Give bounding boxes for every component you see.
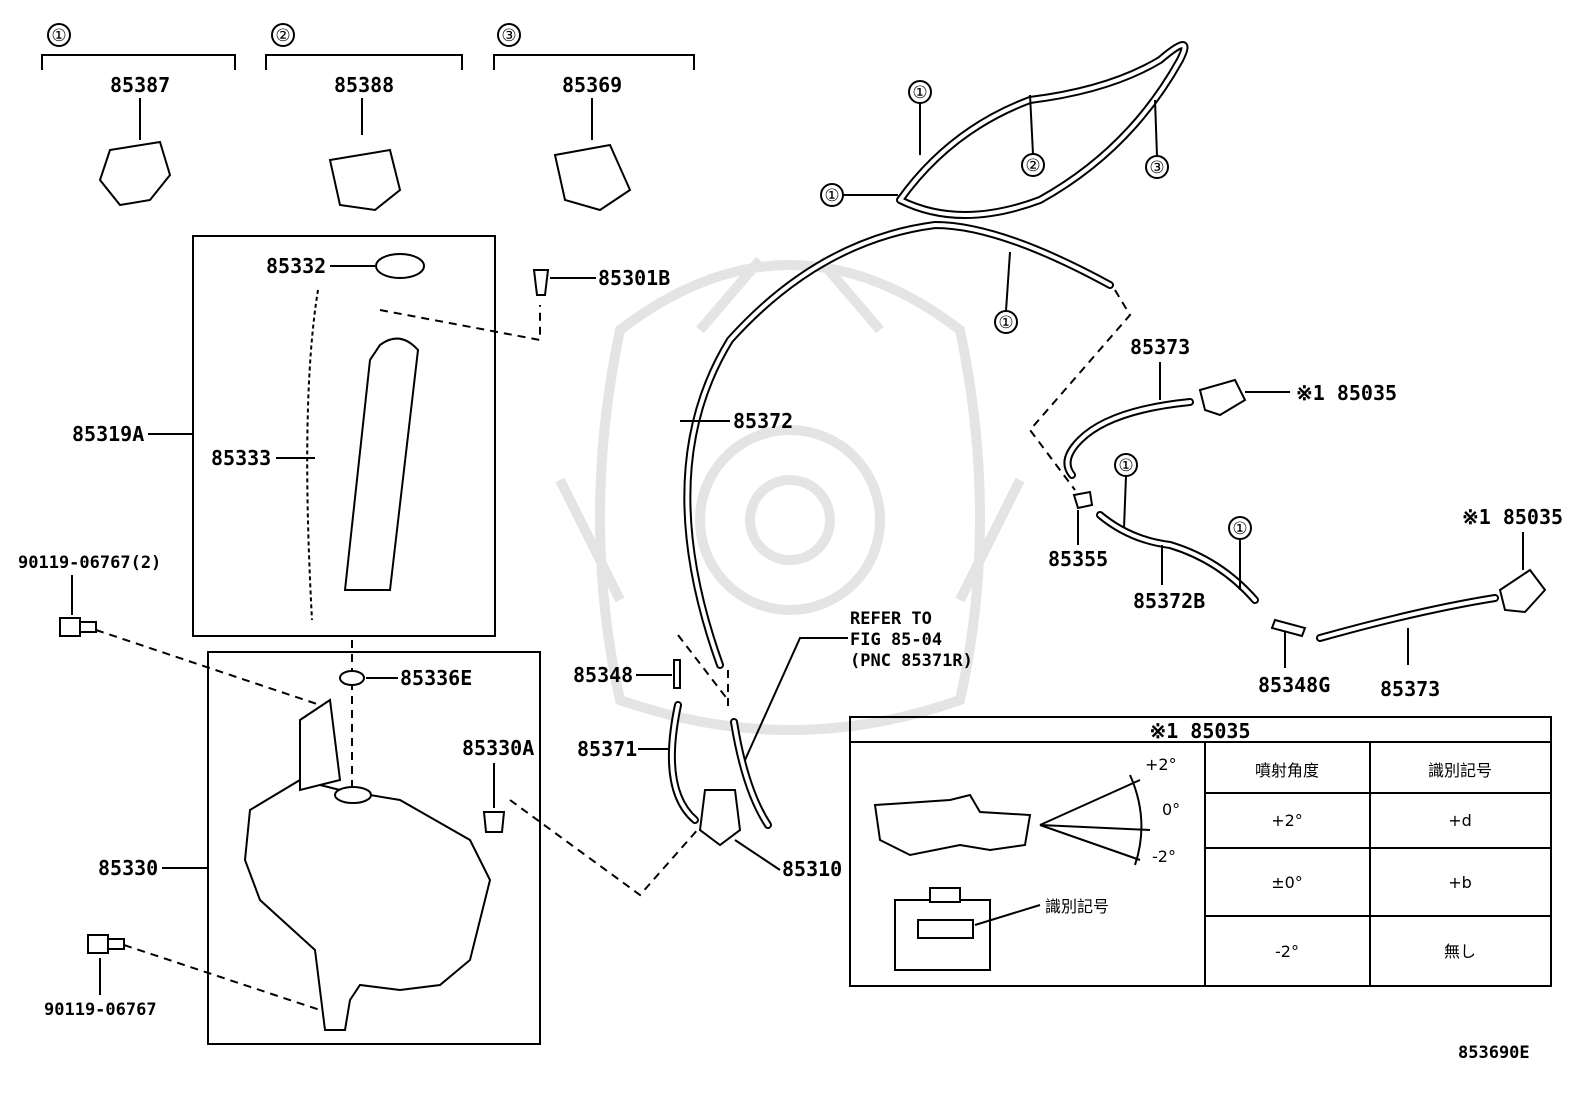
clip-85301B-icon (532, 269, 550, 296)
table-row-mark: +b (1448, 873, 1472, 892)
label-85355: 85355 (1048, 547, 1108, 571)
grommet-85330A-icon (482, 811, 506, 833)
washer-tank-icon (243, 778, 492, 1031)
callout-1-text: ① (51, 26, 66, 46)
table-header-angle: 噴射角度 (1255, 761, 1319, 780)
callout-2-icon (271, 23, 295, 47)
label-85310: 85310 (782, 857, 842, 881)
bolt-upper-icon (59, 617, 97, 637)
label-85301B: 85301B (598, 266, 670, 290)
table-row-angle: -2° (1275, 942, 1299, 961)
washer-pump-icon (698, 789, 742, 847)
label-85388: 85388 (334, 73, 394, 97)
table-title: ※1 85035 (1149, 719, 1250, 743)
clip-85369-icon (553, 143, 632, 212)
callout-3-text: ③ (1149, 158, 1164, 178)
table-row-mark: 無し (1444, 942, 1476, 961)
label-90119-06767: 90119-06767 (44, 1000, 157, 1020)
bolt-lower-icon (87, 934, 125, 954)
nozzle-top-tab-icon (929, 887, 961, 903)
nozzle-85035-lower-icon (1498, 568, 1547, 614)
table-header-mark: 識別記号 (1428, 761, 1492, 780)
label-85348G: 85348G (1258, 673, 1330, 697)
clip-85387-icon (98, 140, 172, 207)
nozzle-85035-upper-icon (1198, 378, 1247, 417)
refer-line-1: REFER TO (850, 609, 932, 629)
label-85373-upper: 85373 (1130, 335, 1190, 359)
refer-line-2: FIG 85-04 (850, 630, 942, 650)
inset-minus2-text: -2° (1152, 847, 1176, 866)
callout-1-text: ① (824, 186, 839, 206)
label-85330: 85330 (98, 856, 158, 880)
label-85348: 85348 (573, 663, 633, 687)
label-85372B: 85372B (1133, 589, 1205, 613)
label-85373-lower: 85373 (1380, 677, 1440, 701)
label-85035-upper: ※1 85035 (1296, 381, 1397, 405)
callout-2-text: ② (275, 26, 290, 46)
clip-group-1: ① 85387 (41, 23, 236, 207)
callout-1-text: ① (1118, 456, 1133, 476)
label-85332: 85332 (266, 254, 326, 278)
table-row-mark: +d (1448, 811, 1472, 830)
inset-plus2-text: +2° (1145, 755, 1177, 774)
clip-85388-icon (328, 148, 402, 212)
inlet-assembly-box (192, 235, 496, 637)
label-85336E: 85336E (400, 666, 472, 690)
label-85387: 85387 (110, 73, 170, 97)
check-valve-85348G-icon (1270, 618, 1307, 638)
callout-1-text: ① (912, 83, 927, 103)
tank-assembly-box (207, 651, 541, 1045)
id-mark-area-icon (917, 919, 974, 939)
label-85333: 85333 (211, 446, 271, 470)
nozzle-spec-table: ※1 85035 噴射角度 識別記号 +2° +d ±0° +b -2° 無し … (849, 716, 1552, 987)
label-85371: 85371 (577, 737, 637, 761)
tank-bracket-icon (299, 698, 342, 792)
check-valve-85348-icon (673, 659, 681, 689)
strap-85333-icon (306, 289, 319, 621)
callout-2-text: ② (1025, 156, 1040, 176)
inset-zero-text: 0° (1162, 800, 1180, 819)
tank-neck-icon (334, 786, 372, 804)
callout-1-text: ① (1232, 519, 1247, 539)
label-90119-06767-2: 90119-06767(2) (18, 553, 161, 573)
figure-code: 853690E (1458, 1043, 1530, 1063)
label-85369: 85369 (562, 73, 622, 97)
clip-group-3: ③ 85369 (493, 23, 695, 212)
watermark-emblem (555, 256, 1025, 735)
callout-1-text: ① (998, 313, 1013, 333)
callout-3-text: ③ (501, 26, 516, 46)
table-row-angle: ±0° (1271, 873, 1303, 892)
clip-group-2: ② 85388 (265, 23, 463, 212)
cap-85332-icon (375, 253, 425, 279)
label-85035-lower: ※1 85035 (1462, 505, 1563, 529)
nozzle-side-view-icon (873, 793, 1032, 857)
label-85372: 85372 (733, 409, 793, 433)
table-row-angle: +2° (1271, 811, 1303, 830)
callout-1-icon (47, 23, 71, 47)
hose-harness (683, 41, 1189, 669)
label-85319A: 85319A (72, 422, 144, 446)
label-85330A: 85330A (462, 736, 534, 760)
callout-3-icon (497, 23, 521, 47)
inlet-pipe-icon (343, 337, 420, 591)
refer-line-3: (PNC 85371R) (850, 651, 973, 671)
inset-mark-label: 識別記号 (1045, 897, 1109, 916)
joint-85355-icon (1072, 490, 1094, 510)
grommet-85336E-icon (339, 670, 365, 686)
